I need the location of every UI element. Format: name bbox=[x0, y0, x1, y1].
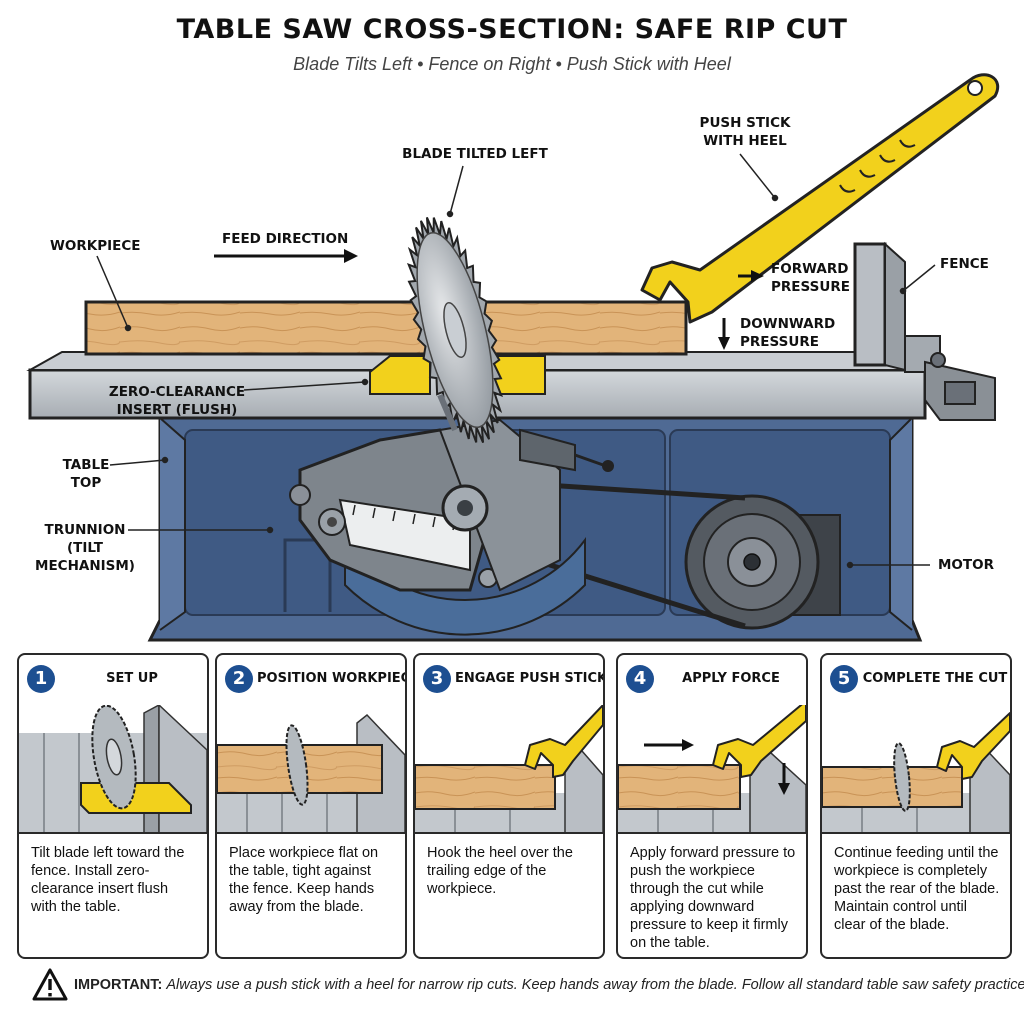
callout-motor: MOTOR bbox=[938, 557, 994, 573]
callout-zero-clearance-insert: ZERO-CLEARANCE INSERT (FLUSH) bbox=[102, 383, 252, 419]
step-header: 5 COMPLETE THE CUT bbox=[822, 655, 1010, 705]
step-title: APPLY FORCE bbox=[682, 671, 780, 686]
step-number-badge: 2 bbox=[225, 665, 253, 693]
footer-body: Always use a push stick with a heel for … bbox=[166, 977, 1024, 993]
footer-text: IMPORTANT: Always use a push stick with … bbox=[74, 977, 1024, 993]
step-description: Place workpiece flat on the table, tight… bbox=[229, 845, 379, 915]
step-divider bbox=[618, 832, 806, 834]
feed-direction-arrow bbox=[214, 249, 358, 263]
step-divider bbox=[19, 832, 207, 834]
step-number-badge: 1 bbox=[27, 665, 55, 693]
forward-pressure-arrow bbox=[738, 270, 764, 282]
callout-forward-pressure: FORWARD PRESSURE bbox=[771, 260, 850, 296]
callout-trunnion-line3: MECHANISM) bbox=[35, 558, 135, 574]
step-card-3: 3 ENGAGE PUSH STICK Hook the heel over t… bbox=[413, 653, 605, 959]
step-illustration-position-workpiece bbox=[217, 705, 405, 833]
step-title: POSITION WORKPIECE bbox=[257, 671, 407, 686]
step-card-5: 5 COMPLETE THE CUT Continue feeding unti… bbox=[820, 653, 1012, 959]
step-title: SET UP bbox=[106, 671, 158, 686]
callout-trunnion-line2: (TILT bbox=[67, 540, 103, 556]
callout-push-stick-line1: PUSH STICK bbox=[699, 115, 791, 131]
callout-table-top: TABLE TOP bbox=[50, 456, 122, 492]
step-title: COMPLETE THE CUT bbox=[862, 671, 1008, 686]
callout-feed-direction: FEED DIRECTION bbox=[222, 231, 349, 247]
step-illustration-complete-cut bbox=[822, 705, 1010, 833]
callout-downward-pressure-line2: PRESSURE bbox=[740, 334, 819, 350]
step-description: Continue feeding until the workpiece is … bbox=[834, 845, 1000, 933]
step-header: 3 ENGAGE PUSH STICK bbox=[415, 655, 603, 705]
trunnion bbox=[289, 418, 614, 636]
saw-blade bbox=[406, 217, 504, 443]
step-header: 1 SET UP bbox=[19, 655, 207, 705]
push-stick bbox=[640, 73, 999, 324]
callout-zero-clearance-line2: INSERT (FLUSH) bbox=[116, 402, 238, 418]
callout-push-stick-line2: WITH HEEL bbox=[703, 133, 787, 149]
motor bbox=[684, 494, 841, 630]
step-card-2: 2 POSITION WORKPIECE Place workpiece fla… bbox=[215, 653, 407, 959]
step-description: Hook the heel over the trailing edge of … bbox=[427, 845, 573, 897]
workpiece bbox=[84, 300, 688, 356]
step-title: ENGAGE PUSH STICK bbox=[455, 671, 605, 686]
page-subtitle: Blade Tilts Left • Fence on Right • Push… bbox=[293, 54, 731, 74]
callout-table-top-line2: TOP bbox=[70, 475, 102, 491]
step-divider bbox=[217, 832, 405, 834]
step-header: 2 POSITION WORKPIECE bbox=[217, 655, 405, 705]
callout-forward-pressure-line2: PRESSURE bbox=[771, 279, 850, 295]
step-card-1: 1 SET UP Tilt blade left toward the fenc… bbox=[17, 653, 209, 959]
forward-arrow bbox=[644, 739, 694, 751]
downward-arrow bbox=[778, 763, 790, 795]
step-description: Apply forward pressure to push the workp… bbox=[630, 845, 796, 951]
step-card-4: 4 APPLY FORCE Apply forward pressure to … bbox=[616, 653, 808, 959]
callout-push-stick: PUSH STICK WITH HEEL bbox=[680, 114, 810, 150]
downward-pressure-arrow bbox=[718, 318, 730, 350]
step-divider bbox=[415, 832, 603, 834]
step-illustration-engage-push-stick bbox=[415, 705, 603, 833]
step-number-badge: 5 bbox=[830, 665, 858, 693]
step-illustration-setup bbox=[19, 705, 207, 833]
callout-fence: FENCE bbox=[940, 256, 989, 272]
callout-trunnion-line1: TRUNNION bbox=[44, 522, 126, 538]
leader-lines bbox=[96, 153, 936, 569]
step-number-badge: 3 bbox=[423, 665, 451, 693]
safety-footer: IMPORTANT: Always use a push stick with … bbox=[30, 968, 1024, 1004]
callout-downward-pressure: DOWNWARD PRESSURE bbox=[740, 315, 835, 351]
footer-label: IMPORTANT: bbox=[74, 977, 163, 993]
callout-blade-tilted-left: BLADE TILTED LEFT bbox=[402, 146, 548, 162]
saw-cross-section-diagram bbox=[26, 73, 999, 642]
rip-fence bbox=[853, 241, 996, 421]
page-title: TABLE SAW CROSS-SECTION: SAFE RIP CUT bbox=[176, 14, 848, 45]
warning-icon bbox=[32, 968, 68, 1001]
callout-zero-clearance-line1: ZERO-CLEARANCE bbox=[108, 384, 246, 400]
callout-workpiece: WORKPIECE bbox=[50, 238, 141, 254]
callout-downward-pressure-line1: DOWNWARD bbox=[740, 316, 836, 332]
callout-trunnion: TRUNNION (TILT MECHANISM) bbox=[32, 521, 138, 575]
step-divider bbox=[822, 832, 1010, 834]
step-illustration-apply-force bbox=[618, 705, 806, 833]
step-number-badge: 4 bbox=[626, 665, 654, 693]
step-description: Tilt blade left toward the fence. Instal… bbox=[31, 845, 185, 915]
callout-table-top-line1: TABLE bbox=[62, 457, 110, 473]
callout-forward-pressure-line1: FORWARD bbox=[771, 261, 849, 277]
step-header: 4 APPLY FORCE bbox=[618, 655, 806, 705]
